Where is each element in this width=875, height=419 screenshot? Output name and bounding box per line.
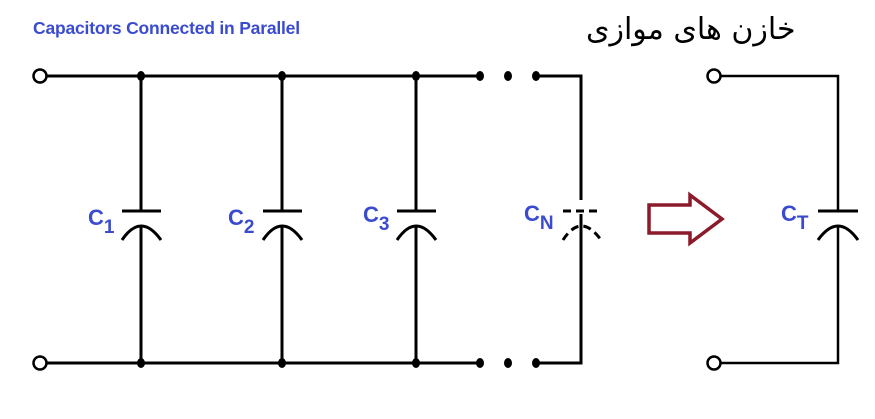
capacitor-c1-symbol xyxy=(120,209,163,241)
input-terminal-top xyxy=(32,68,48,84)
output-terminal-top xyxy=(706,68,722,84)
capacitor-c1-label: C1 xyxy=(88,205,115,238)
capacitor-ct-symbol xyxy=(816,209,860,241)
capacitor-c2-symbol xyxy=(261,209,304,241)
continuation-dot xyxy=(532,358,540,368)
junction-nodes xyxy=(137,71,540,368)
capacitor-cn-symbol xyxy=(561,209,603,241)
junction-dot xyxy=(278,358,286,368)
junction-dot xyxy=(137,358,145,368)
input-terminal-bottom xyxy=(32,355,48,371)
continuation-dot xyxy=(532,71,540,81)
equivalence-arrow-icon xyxy=(647,191,725,247)
junction-dot xyxy=(412,358,420,368)
junction-dot xyxy=(137,71,145,81)
continuation-dot xyxy=(476,358,484,368)
capacitor-c2-label: C2 xyxy=(228,205,254,238)
diagram-title-persian: خازن های موازی xyxy=(586,12,796,47)
diagram-title: Capacitors Connected in Parallel xyxy=(33,18,300,38)
continuation-dot xyxy=(504,71,512,81)
capacitor-cn-label: CN xyxy=(524,201,554,234)
wires xyxy=(46,74,583,365)
capacitor-c3-label: C3 xyxy=(363,202,389,235)
continuation-dot xyxy=(476,71,484,81)
output-terminal-bottom xyxy=(706,355,722,371)
capacitor-ct-label: CT xyxy=(781,201,809,234)
top-right-wire xyxy=(536,74,583,200)
capacitor-c3-symbol xyxy=(395,209,438,241)
junction-dot xyxy=(412,71,420,81)
bottom-right-wire xyxy=(536,240,583,365)
equivalent-circuit xyxy=(720,74,840,365)
continuation-dot xyxy=(504,358,512,368)
junction-dot xyxy=(278,71,286,81)
